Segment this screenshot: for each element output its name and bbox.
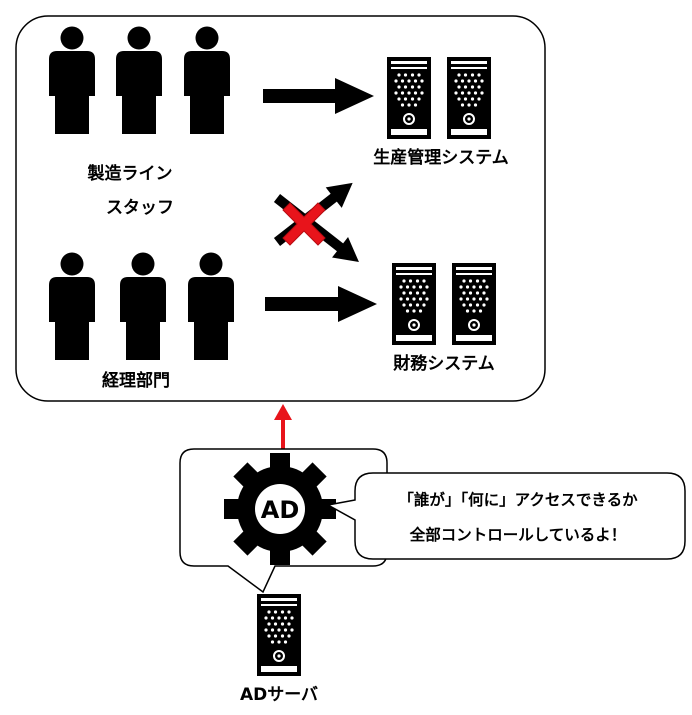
person-icon bbox=[49, 26, 95, 134]
person-icon bbox=[49, 252, 95, 360]
gear-icon bbox=[224, 453, 336, 565]
speech-text-line1: 「誰が」「何に」アクセスできるか bbox=[398, 490, 638, 509]
accounting-staff-group bbox=[49, 252, 234, 360]
ad-server-label: ADサーバ bbox=[240, 685, 318, 705]
person-icon bbox=[116, 26, 162, 134]
production-staff-label-line2: スタッフ bbox=[106, 198, 174, 218]
server-icon bbox=[256, 593, 302, 677]
finance-system-label: 財務システム bbox=[392, 353, 495, 374]
server-icon bbox=[386, 56, 432, 140]
accounting-dept-label: 経理部門 bbox=[102, 370, 170, 391]
production-system-label: 生産管理システム bbox=[373, 147, 509, 168]
ad-control-up-arrow bbox=[274, 404, 292, 449]
ad-gear-label: AD bbox=[261, 496, 300, 524]
ad-speech-bubble bbox=[325, 472, 686, 560]
server-icon bbox=[446, 56, 492, 140]
production-staff-label-line1: 製造ライン bbox=[87, 163, 173, 184]
accounting-to-finance-system-arrow bbox=[265, 286, 377, 322]
person-icon bbox=[188, 252, 234, 360]
production-staff-group bbox=[49, 26, 230, 134]
speech-text-line2: 全部コントロールしているよ！ bbox=[409, 525, 627, 544]
cross-access-arrows bbox=[273, 182, 359, 263]
server-icon bbox=[391, 262, 437, 346]
person-icon bbox=[184, 26, 230, 134]
arrow-icon bbox=[273, 194, 359, 263]
person-icon bbox=[120, 252, 166, 360]
organization-boundary bbox=[15, 15, 546, 402]
finance-system-servers bbox=[391, 262, 497, 346]
deny-x-icon bbox=[282, 202, 326, 246]
server-icon bbox=[451, 262, 497, 346]
production-system-servers bbox=[386, 56, 492, 140]
production-to-production-system-arrow bbox=[263, 78, 374, 114]
